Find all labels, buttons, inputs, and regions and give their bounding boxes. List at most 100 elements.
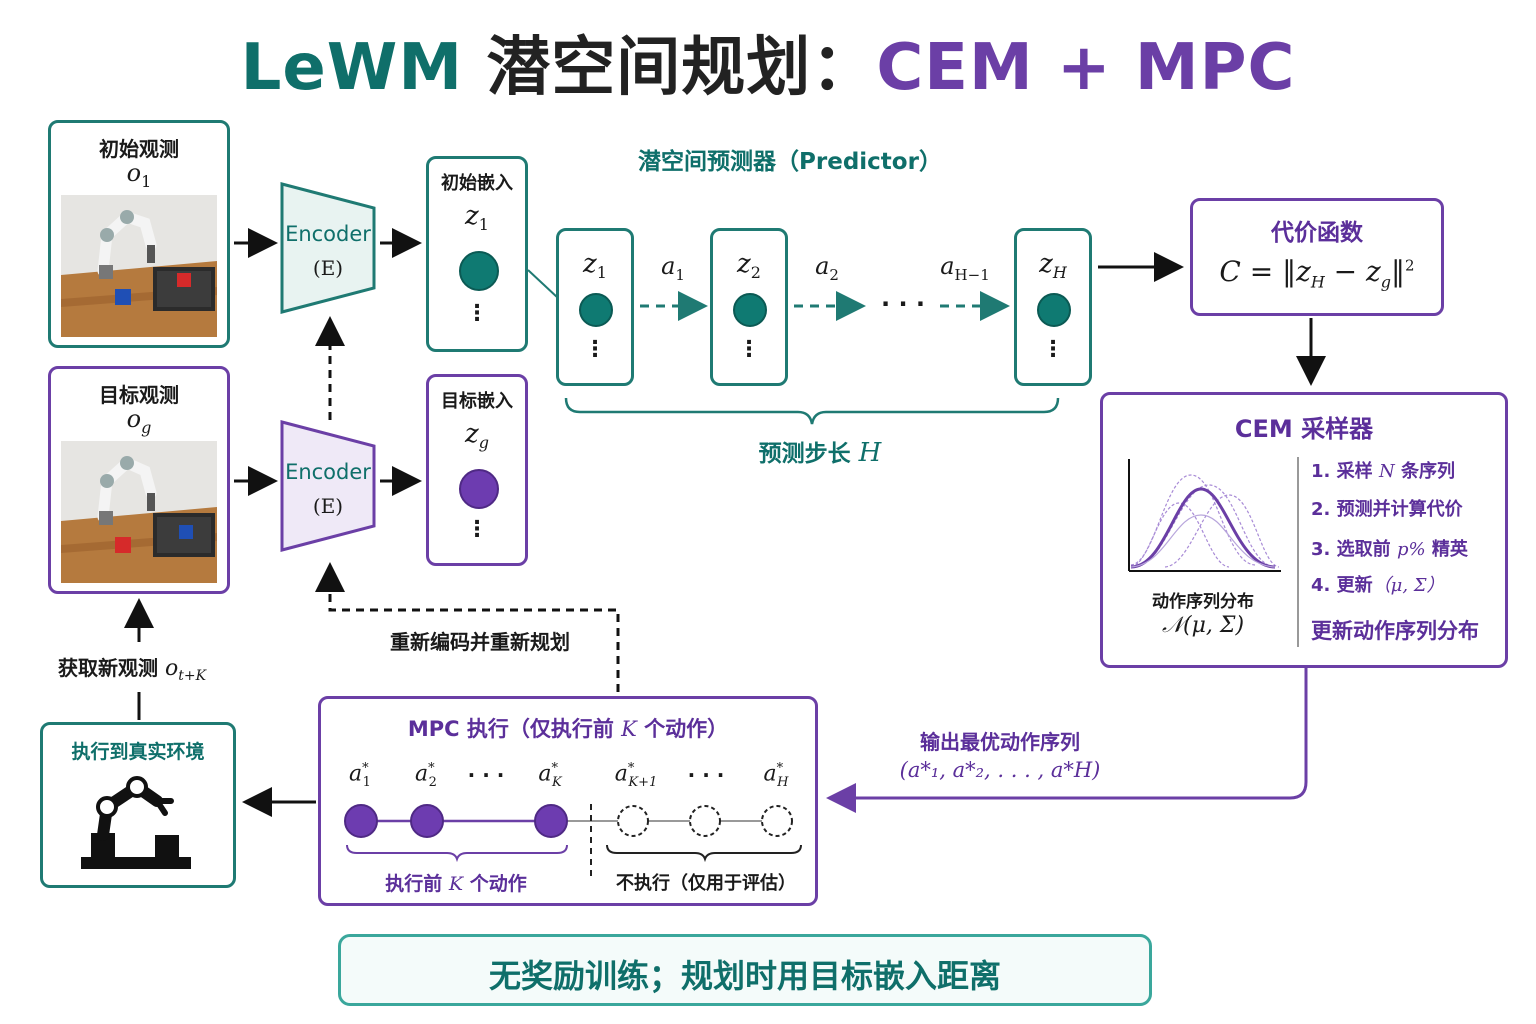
mpc-skip-1-a: a bbox=[614, 761, 628, 787]
action-H1-sub: H−1 bbox=[954, 265, 990, 284]
cem-title: CEM 采样器 bbox=[1234, 415, 1374, 443]
horizon-text: 预测步长 bbox=[758, 441, 851, 467]
mpc-exec-K-sup: * bbox=[551, 761, 558, 776]
goal-embedding-dots: ⋮ bbox=[466, 517, 488, 542]
cem-step-4: 4. 更新（μ, Σ） bbox=[1311, 571, 1445, 597]
arrow-replan bbox=[315, 562, 620, 692]
mpc-skip-1-sub: K+1 bbox=[628, 774, 658, 790]
action-2-sub: 2 bbox=[829, 265, 839, 284]
mpc-exec-label: 执行前 K 个动作 bbox=[351, 869, 561, 896]
mpc-skip-H-a: a bbox=[763, 761, 777, 787]
cem-step-1-sym: N bbox=[1378, 461, 1395, 482]
output-sequence: (a*₁, a*₂, . . . , a*H) bbox=[899, 758, 1101, 782]
cem-summary: 更新动作序列分布 bbox=[1311, 619, 1479, 643]
goal-embedding-symbol: zg bbox=[429, 419, 525, 452]
state-1-node bbox=[579, 293, 613, 327]
new-observation-label: 获取新观测 ot+K bbox=[58, 652, 268, 684]
cem-step-2: 2. 预测并计算代价 bbox=[1311, 495, 1463, 521]
cem-step-2-text: 预测并计算代价 bbox=[1336, 499, 1463, 520]
mpc-title-sym: K bbox=[621, 717, 637, 741]
initial-embedding-node bbox=[459, 251, 499, 291]
mpc-skip-1-sup: * bbox=[627, 761, 635, 776]
cem-step-1: 1. 采样 N 条序列 bbox=[1311, 457, 1455, 483]
mpc-exec-K-sub: K bbox=[551, 774, 562, 790]
cem-step-3-text: 选取前 bbox=[1336, 539, 1391, 560]
action-1-sub: 1 bbox=[675, 265, 685, 284]
cost-formula-sub-H: H bbox=[1310, 272, 1325, 292]
cem-step-2-num: 2. bbox=[1311, 499, 1331, 520]
mpc-skip-label: 不执行（仅用于评估） bbox=[616, 873, 796, 894]
action-2-a: a bbox=[815, 252, 830, 280]
cem-step-4-num: 4. bbox=[1311, 575, 1331, 596]
cost-formula-a: C = ‖z bbox=[1219, 255, 1311, 288]
state-1-symbol: z1 bbox=[559, 249, 631, 282]
mpc-title-text: MPC 执行（仅执行前 bbox=[407, 717, 614, 741]
goal-observation-label: 目标观测 bbox=[99, 383, 179, 407]
goal-embed-symbol-z: z bbox=[465, 419, 479, 449]
state-H-symbol: zH bbox=[1017, 249, 1089, 282]
predictor-state-2: z2 ⋮ bbox=[710, 228, 788, 386]
title-part-cem-mpc: CEM + MPC bbox=[876, 31, 1296, 105]
action-label-1: a1 bbox=[648, 252, 698, 284]
mpc-title-tail: 个动作） bbox=[644, 717, 729, 741]
mpc-exec-label-sym: K bbox=[448, 873, 464, 895]
goal-sub-g: g bbox=[141, 417, 152, 437]
state-2-dots: ⋮ bbox=[738, 337, 760, 362]
initial-observation-label: 初始观测 bbox=[99, 137, 179, 161]
state-1-dots: ⋮ bbox=[584, 337, 606, 362]
encoder-top-symbol: (E) bbox=[312, 256, 344, 280]
cem-step-3-sym: p% bbox=[1396, 539, 1426, 560]
action-1-a: a bbox=[661, 252, 676, 280]
predictor-state-H: zH ⋮ bbox=[1014, 228, 1092, 386]
initial-embedding-dots: ⋮ bbox=[466, 301, 488, 326]
predictor-state-1: z1 ⋮ bbox=[556, 228, 634, 386]
horizon-brace bbox=[564, 397, 1060, 425]
cem-step-3-tail: 精英 bbox=[1431, 539, 1468, 560]
goal-embedding-label: 目标嵌入 bbox=[441, 391, 513, 412]
mpc-exec-1-a: a bbox=[349, 761, 363, 787]
encoder-bottom-shape bbox=[280, 420, 376, 552]
arrow-cem-mpc bbox=[826, 668, 1308, 813]
cem-distribution-chart bbox=[1128, 459, 1281, 572]
cem-step-1-text: 采样 bbox=[1336, 461, 1373, 482]
robot-scene-image-initial bbox=[61, 195, 217, 337]
predictor-title: 潜空间预测器（Predictor） bbox=[638, 149, 942, 175]
real-environment-label: 执行到真实环境 bbox=[71, 741, 205, 763]
state-H-node bbox=[1037, 293, 1071, 327]
mpc-exec-label-tail: 个动作 bbox=[469, 873, 527, 895]
mpc-skip-action-K1: a*K+1 bbox=[601, 761, 671, 790]
link-embed-z1 bbox=[527, 269, 559, 299]
cem-dist-label: 动作序列分布 bbox=[1152, 592, 1254, 612]
mpc-skip-H-sup: * bbox=[776, 761, 784, 776]
state-H-z: z bbox=[1039, 249, 1053, 279]
cost-formula-b: − z bbox=[1324, 255, 1381, 288]
initial-embedding-label: 初始嵌入 bbox=[441, 173, 513, 194]
cem-step-4-text: 更新 bbox=[1336, 575, 1373, 596]
robot-arm-icon bbox=[81, 776, 191, 869]
goal-embed-sub-g: g bbox=[478, 433, 489, 453]
mpc-exec-2-sub: 2 bbox=[428, 774, 437, 790]
obs-symbol-o: o bbox=[126, 159, 142, 187]
new-obs-symbol: o bbox=[164, 656, 179, 681]
new-obs-sub: t+K bbox=[178, 668, 207, 684]
mpc-exec-1-sup: * bbox=[362, 761, 369, 776]
initial-observation-symbol: o1 bbox=[51, 159, 227, 191]
footer-banner: 无奖励训练；规划时用目标嵌入距离 bbox=[338, 934, 1152, 1006]
mpc-exec-action-2: a*2 bbox=[401, 761, 451, 790]
goal-embedding-panel: 目标嵌入 zg ⋮ bbox=[426, 374, 528, 566]
goal-observation-panel: 目标观测 og bbox=[48, 366, 230, 594]
encoder-top-label: Encoder bbox=[285, 222, 371, 246]
mpc-exec-2-sup: * bbox=[428, 761, 435, 776]
mpc-skip-ellipsis: · · · bbox=[687, 763, 725, 787]
mpc-exec-K-a: a bbox=[538, 761, 552, 787]
goal-observation-symbol: og bbox=[51, 405, 227, 437]
cem-sampler-panel: CEM 采样器 动作序列分布 𝒩(μ, Σ) 1. 采样 N 条序列 2. 预测… bbox=[1100, 392, 1508, 668]
mpc-exec-label-text: 执行前 bbox=[385, 873, 443, 895]
initial-observation-panel: 初始观测 o1 bbox=[48, 120, 230, 348]
encoder-bottom-label: Encoder bbox=[285, 460, 371, 484]
mpc-skip-action-H: a*H bbox=[751, 761, 801, 790]
state-2-node bbox=[733, 293, 767, 327]
goal-symbol-o: o bbox=[126, 405, 142, 433]
mpc-title: MPC 执行（仅执行前 K 个动作） bbox=[321, 713, 815, 743]
mpc-exec-ellipsis: · · · bbox=[467, 763, 505, 787]
